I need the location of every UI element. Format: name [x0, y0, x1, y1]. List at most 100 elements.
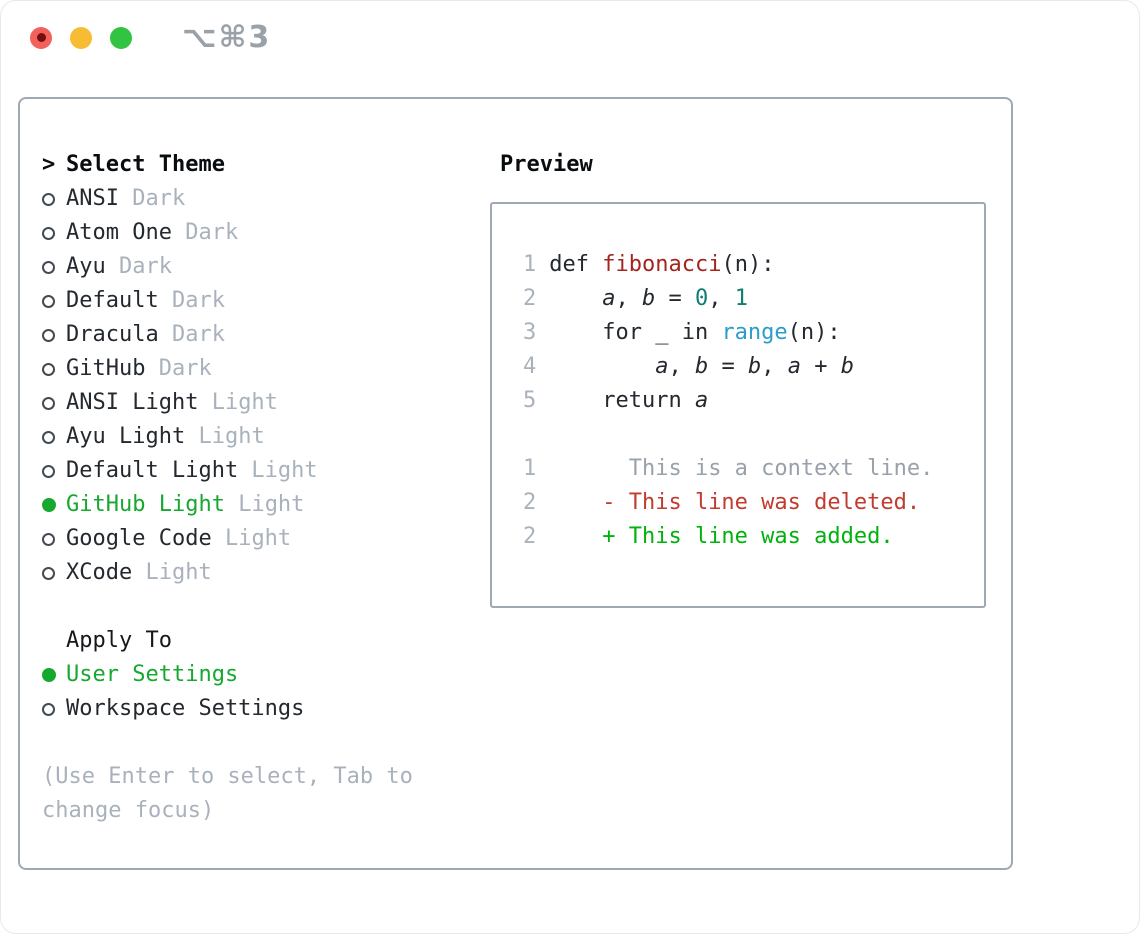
token-variable: b [641, 286, 656, 311]
radio-selected-icon [42, 498, 56, 512]
theme-option-ansi-light[interactable]: ANSI Light Light [42, 386, 472, 420]
token-plain: for _ in [549, 320, 722, 345]
radio-unselected-icon [42, 192, 55, 206]
window-title: ⌥⌘3 [182, 20, 272, 55]
blank-line [523, 418, 984, 452]
diff-text: - This line was deleted. [549, 490, 921, 515]
radio-unselected-icon [42, 328, 55, 342]
diff-text: + This line was added. [549, 524, 894, 549]
code-line: 4 a, b = b, a + b [523, 350, 984, 384]
minimize-button[interactable] [70, 26, 92, 49]
apply-option-user-settings[interactable]: User Settings [42, 658, 472, 692]
token-number: 1 [734, 286, 748, 311]
apply-option-workspace-settings[interactable]: Workspace Settings [42, 692, 472, 726]
hint-text: (Use Enter to select, Tab to change focu… [42, 764, 413, 823]
theme-variant: Dark [145, 356, 212, 381]
radio-marker [42, 294, 66, 308]
token-builtin: range [721, 320, 788, 345]
diff-line-context: 1 This is a context line. [523, 452, 984, 486]
token-plain: , [761, 354, 788, 379]
theme-name: ANSI Light [66, 390, 199, 415]
theme-variant: Light [198, 390, 278, 415]
token-plain: = [655, 286, 695, 311]
diff-line-deleted: 2 - This line was deleted. [523, 486, 984, 520]
token-plain: , [708, 286, 735, 311]
close-button-dot [36, 33, 46, 42]
token-plain [549, 354, 655, 379]
diff-text: This is a context line. [549, 456, 934, 481]
line-number: 3 [523, 320, 537, 345]
theme-variant: Dark [105, 254, 172, 279]
radio-unselected-icon [42, 430, 55, 444]
prompt-caret-icon: > [42, 152, 56, 177]
theme-option-ayu[interactable]: Ayu Dark [42, 250, 472, 284]
radio-marker [42, 396, 66, 410]
radio-marker [42, 260, 66, 274]
theme-name: Dracula [66, 322, 159, 347]
token-plain: = [708, 354, 748, 379]
theme-option-dracula[interactable]: Dracula Dark [42, 318, 472, 352]
theme-variant: Light [132, 560, 212, 585]
theme-option-atom-one[interactable]: Atom One Dark [42, 216, 472, 250]
theme-option-github[interactable]: GitHub Dark [42, 352, 472, 386]
radio-unselected-icon [42, 532, 55, 546]
theme-name: Default Light [66, 458, 239, 483]
list-gap [42, 590, 472, 624]
title-bar: ⌥⌘3 [0, 0, 1140, 75]
list-gap [42, 726, 472, 760]
token-plain: , [668, 354, 695, 379]
radio-marker [42, 192, 66, 206]
token-variable: b [694, 354, 709, 379]
theme-name: Ayu [66, 254, 106, 279]
line-number: 2 [523, 490, 537, 515]
theme-name: ANSI [66, 186, 119, 211]
radio-unselected-icon [42, 702, 55, 716]
token-plain: (n): [721, 252, 775, 277]
line-number: 2 [523, 286, 537, 311]
token-plain: (n): [787, 320, 841, 345]
radio-unselected-icon [42, 362, 55, 376]
token-plain: + [800, 354, 841, 379]
theme-variant: Dark [158, 322, 225, 347]
close-button[interactable] [30, 26, 52, 49]
theme-option-ayu-light[interactable]: Ayu Light Light [42, 420, 472, 454]
apply-option-label: User Settings [66, 662, 239, 687]
radio-marker [42, 430, 66, 444]
theme-name: Atom One [66, 220, 172, 245]
token-variable: b [747, 354, 762, 379]
theme-name: Default [66, 288, 159, 313]
apply-to-header-row: Apply To [42, 624, 472, 658]
diff-line-added: 2 + This line was added. [523, 520, 984, 554]
line-number: 1 [523, 252, 537, 277]
token-variable: a [602, 286, 616, 311]
radio-marker [42, 362, 66, 376]
select-theme-header: Select Theme [66, 152, 225, 177]
theme-option-google-code[interactable]: Google Code Light [42, 522, 472, 556]
token-variable: b [840, 354, 854, 379]
theme-option-default[interactable]: Default Dark [42, 284, 472, 318]
line-number: 5 [523, 388, 537, 413]
theme-name: Ayu Light [66, 424, 186, 449]
theme-variant: Dark [158, 288, 225, 313]
radio-marker [42, 328, 66, 342]
theme-option-github-light[interactable]: GitHub Light Light [42, 488, 472, 522]
radio-unselected-icon [42, 294, 55, 308]
theme-option-default-light[interactable]: Default Light Light [42, 454, 472, 488]
radio-marker [42, 668, 66, 682]
radio-unselected-icon [42, 464, 55, 478]
theme-option-xcode[interactable]: XCode Light [42, 556, 472, 590]
theme-option-ansi[interactable]: ANSI Dark [42, 182, 472, 216]
token-plain: return [549, 388, 695, 413]
radio-marker [42, 702, 66, 716]
token-keyword: def [549, 252, 603, 277]
radio-unselected-icon [42, 396, 55, 410]
zoom-button[interactable] [110, 26, 132, 49]
theme-name: GitHub [66, 356, 146, 381]
radio-marker [42, 532, 66, 546]
